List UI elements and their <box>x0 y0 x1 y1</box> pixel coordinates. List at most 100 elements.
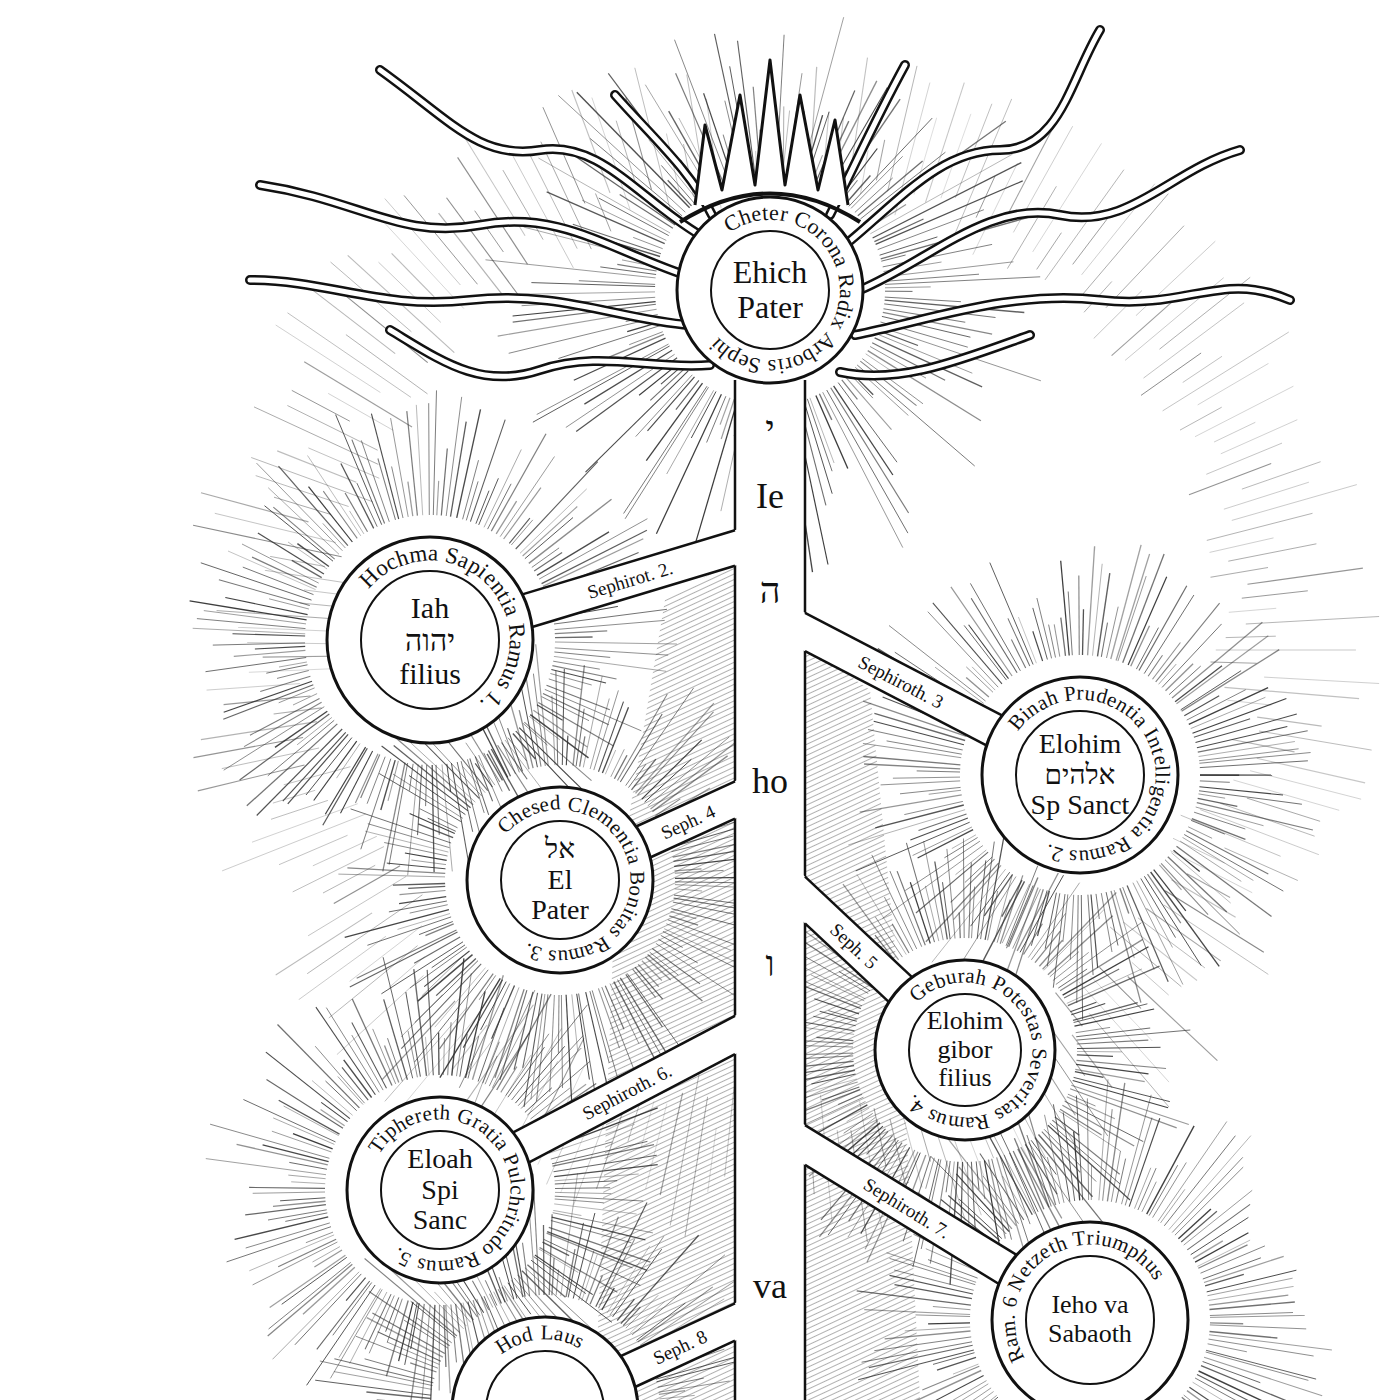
light-ray <box>1068 966 1160 1006</box>
light-ray <box>411 860 446 865</box>
light-ray <box>935 862 948 940</box>
light-ray <box>1246 617 1379 625</box>
light-ray <box>952 835 976 849</box>
light-ray <box>1200 781 1230 783</box>
light-ray <box>1156 603 1220 682</box>
light-ray <box>933 1307 971 1310</box>
light-ray <box>225 598 307 615</box>
light-ray <box>1206 1352 1309 1380</box>
light-ray <box>326 1008 379 1093</box>
sephirah-circle: Tiphereth Gratia Pulchritudo Ramus 5.Elo… <box>345 1095 535 1285</box>
light-ray <box>1184 1395 1251 1400</box>
light-ray <box>523 507 578 557</box>
light-ray <box>1207 513 1313 540</box>
light-ray <box>313 836 377 866</box>
light-ray <box>1120 888 1129 913</box>
branch-edge <box>805 613 1004 717</box>
light-ray <box>1257 717 1321 726</box>
ring-letter: r <box>957 965 965 986</box>
light-ray <box>285 1213 327 1222</box>
light-ray <box>838 383 897 463</box>
light-ray <box>1093 564 1103 656</box>
light-ray <box>823 392 903 547</box>
divine-name: El <box>548 865 573 896</box>
light-ray <box>308 876 406 935</box>
light-ray <box>483 1042 500 1083</box>
branch-label: Sephiroth. 7. <box>859 1173 956 1242</box>
ring-letter: a <box>836 289 858 300</box>
light-ray <box>279 466 348 546</box>
light-ray <box>925 886 938 941</box>
light-ray <box>256 476 349 507</box>
ring-letter: m <box>407 541 428 566</box>
light-ray <box>350 932 458 987</box>
light-ray <box>366 1392 430 1399</box>
light-ray <box>415 970 489 1062</box>
light-ray <box>1210 1313 1293 1316</box>
light-ray <box>393 884 445 886</box>
trunk-letter: ה <box>757 572 784 612</box>
light-ray <box>1107 1083 1124 1201</box>
light-ray <box>280 1198 325 1201</box>
light-ray <box>933 603 1002 684</box>
light-ray <box>1188 827 1212 839</box>
light-ray <box>433 390 436 515</box>
light-ray <box>427 970 433 1075</box>
light-ray <box>994 875 1012 942</box>
branch-edge <box>805 877 914 979</box>
light-ray <box>1111 1151 1120 1202</box>
light-ray <box>1144 303 1245 378</box>
light-ray <box>475 763 492 787</box>
center-text: Ieho va Sabaoth <box>1026 1256 1154 1384</box>
light-ray <box>385 1007 468 1101</box>
light-ray <box>1103 1109 1113 1201</box>
light-ray <box>1169 1136 1251 1230</box>
light-ray <box>428 403 430 515</box>
light-ray <box>1194 812 1245 829</box>
light-ray <box>966 667 993 692</box>
ring-text: Hod Laus <box>450 1315 640 1400</box>
light-ray <box>504 488 541 539</box>
light-ray <box>1208 1278 1293 1296</box>
light-ray <box>1099 1079 1108 1200</box>
light-ray <box>1192 819 1246 840</box>
light-ray <box>207 684 300 691</box>
ring-letter: a <box>964 1113 975 1135</box>
light-ray <box>1068 592 1072 656</box>
light-ray <box>529 1213 536 1296</box>
branch-label: Seph. 5 <box>825 918 882 974</box>
branch-band <box>511 1014 755 1164</box>
sephirah-circle: Binah Prudentia Intelligentia Ramus 2.El… <box>980 675 1180 875</box>
light-ray <box>334 1372 432 1390</box>
center-text: EhichPater <box>711 231 829 349</box>
light-ray <box>1111 545 1141 659</box>
light-ray <box>1175 666 1222 702</box>
divine-name: Ieho va Sabaoth <box>1039 1291 1141 1348</box>
light-ray <box>193 628 306 634</box>
light-ray <box>1089 1014 1169 1107</box>
light-ray <box>288 542 327 569</box>
light-ray <box>562 669 564 765</box>
light-ray <box>1047 1157 1059 1204</box>
light-ray <box>1182 650 1280 711</box>
light-ray <box>1164 905 1269 975</box>
trunk-letter: ho <box>749 762 791 802</box>
light-ray <box>336 415 382 525</box>
light-ray <box>1061 561 1070 656</box>
light-ray <box>1077 1047 1161 1048</box>
light-ray <box>385 199 461 285</box>
light-ray <box>308 456 361 536</box>
light-ray <box>345 910 449 938</box>
light-ray <box>951 587 1012 676</box>
sephirah-circle: Chesed Clementia Bonitas Ramus 3.אלElPat… <box>465 785 655 975</box>
light-ray <box>534 1257 586 1294</box>
light-ray <box>969 625 1009 679</box>
light-ray <box>900 787 961 793</box>
light-ray <box>1257 758 1365 783</box>
light-ray <box>292 390 350 421</box>
sephirah-circle: Geburah Potestas Severitas Ramus 4.Elohi… <box>873 958 1057 1142</box>
inner-ring <box>909 994 1021 1106</box>
light-ray <box>1210 1315 1305 1317</box>
light-ray <box>1178 1209 1211 1239</box>
divine-name: Eloah <box>407 1144 472 1175</box>
